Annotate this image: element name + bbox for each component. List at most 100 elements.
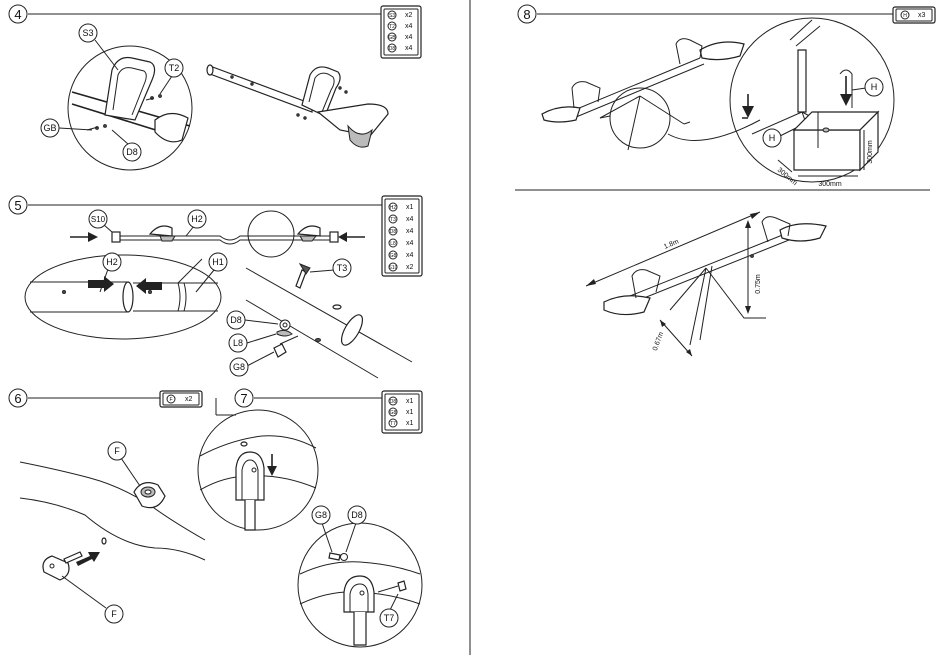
part-qty: x4	[405, 45, 413, 52]
seesaw-drawing	[542, 39, 760, 150]
callout-t2: T2	[160, 59, 183, 94]
step-number: 8	[523, 7, 530, 22]
part-code: D8	[390, 399, 397, 405]
callout-label: H2	[106, 257, 118, 267]
parts-box: H x3	[893, 7, 935, 23]
part-qty: x4	[406, 240, 414, 247]
callout-label: S3	[82, 28, 93, 38]
callout-t3: T3	[310, 259, 351, 277]
bracket-detail-lower	[298, 523, 422, 647]
callout-d8: D8	[346, 506, 366, 552]
dimension-label: 300mm	[818, 181, 842, 188]
part-code: T3	[390, 217, 396, 223]
leader-to-beam	[178, 259, 202, 283]
callout-label: T3	[337, 263, 348, 273]
down-arrow-icon	[742, 106, 754, 118]
part-qty: x2	[405, 12, 413, 19]
dimension-height: 0.75m	[745, 220, 762, 314]
part-qty: x2	[185, 396, 193, 403]
callout-label: H2	[191, 214, 203, 224]
part-code: G8	[390, 253, 397, 259]
bracket-detail-upper	[198, 410, 318, 530]
part-code: T2	[389, 24, 395, 30]
part-code: D8	[389, 46, 396, 52]
callout-label: D8	[126, 147, 138, 157]
callout-h2: H2	[186, 210, 206, 236]
part-qty: x3	[918, 12, 926, 19]
step-4: 4 S3 x2 T2 x4 GB x4 D8 x4	[9, 5, 421, 170]
callout-f-top: F	[108, 442, 140, 486]
callout-f-bottom: F	[62, 576, 123, 623]
part-code: GB	[388, 35, 396, 41]
part-code: G8	[390, 410, 397, 416]
callout-label: F	[111, 609, 117, 619]
callout-label: T7	[384, 613, 395, 623]
step-8: 8 H x3	[518, 5, 935, 188]
step-5: 5 H2x1 T3x4 D8x4 L8x4 G8x4 S10x2	[9, 196, 422, 378]
down-arrow-icon	[840, 94, 852, 106]
part-code: D8	[390, 229, 397, 235]
insert-arrow-icon	[338, 232, 347, 242]
part-code: H	[903, 13, 907, 19]
dimension-label: 0.67m	[652, 331, 665, 352]
tube-joint-detail	[25, 255, 221, 339]
part-qty: x4	[405, 34, 413, 41]
parts-box: F x2	[160, 391, 202, 407]
fastener-tube-drawing	[246, 264, 412, 378]
dimension-width: 0.67m	[652, 320, 692, 356]
parts-box: S3 x2 T2 x4 GB x4 D8 x4	[381, 6, 421, 58]
callout-g8: G8	[230, 352, 274, 376]
callout-label: H1	[212, 257, 224, 267]
seat-assembly-drawing	[207, 65, 388, 147]
dimension-label: 300mm	[867, 140, 874, 164]
part-qty: x4	[406, 216, 414, 223]
callout-d8: D8	[227, 311, 278, 329]
callout-h-upper: H	[852, 78, 883, 96]
insert-arrow-icon	[88, 232, 98, 242]
callout-label: G8	[233, 362, 245, 372]
final-assembly: 1.8m 0.75m 0.67m	[586, 212, 826, 356]
part-code: S10	[389, 265, 398, 271]
detail-marker-circle	[248, 211, 294, 257]
callout-s10: S10	[89, 210, 112, 232]
callout-t7: T7	[380, 594, 398, 627]
part-code: T7	[390, 421, 396, 427]
callout-label: D8	[351, 510, 363, 520]
callout-label: H	[871, 82, 878, 92]
callout-g8: G8	[312, 506, 332, 552]
beam-drawing	[70, 211, 365, 257]
part-qty: x1	[406, 204, 414, 211]
callout-l8: L8	[229, 334, 276, 352]
part-qty: x4	[406, 252, 414, 259]
part-code: H2	[390, 205, 397, 211]
dimension-label: 0.75m	[755, 274, 762, 294]
final-seesaw-drawing	[604, 217, 826, 345]
part-code: F	[169, 397, 172, 403]
step-number: 5	[14, 198, 21, 213]
beam-end-drawing	[20, 462, 205, 580]
callout-h-lower: H	[763, 128, 796, 147]
down-arrow-icon	[267, 466, 277, 476]
step-number: 6	[14, 391, 21, 406]
step-number: 4	[14, 7, 21, 22]
callout-label: D8	[230, 315, 242, 325]
callout-label: S10	[91, 215, 106, 224]
part-code: L8	[390, 241, 396, 247]
callout-label: H	[769, 133, 776, 143]
callout-label: F	[114, 446, 120, 456]
part-qty: x1	[406, 409, 414, 416]
part-code: S3	[389, 13, 395, 19]
callout-h1: H1	[196, 253, 227, 292]
step-number: 7	[240, 391, 247, 406]
dimension-length: 1.8m	[586, 212, 760, 286]
step-6: 6 F x2 F F	[9, 389, 205, 623]
part-qty: x1	[406, 398, 414, 405]
callout-label: G8	[315, 510, 327, 520]
callout-label: T2	[169, 63, 180, 73]
callout-label: GB	[43, 123, 56, 133]
callout-d8: D8	[112, 130, 141, 161]
